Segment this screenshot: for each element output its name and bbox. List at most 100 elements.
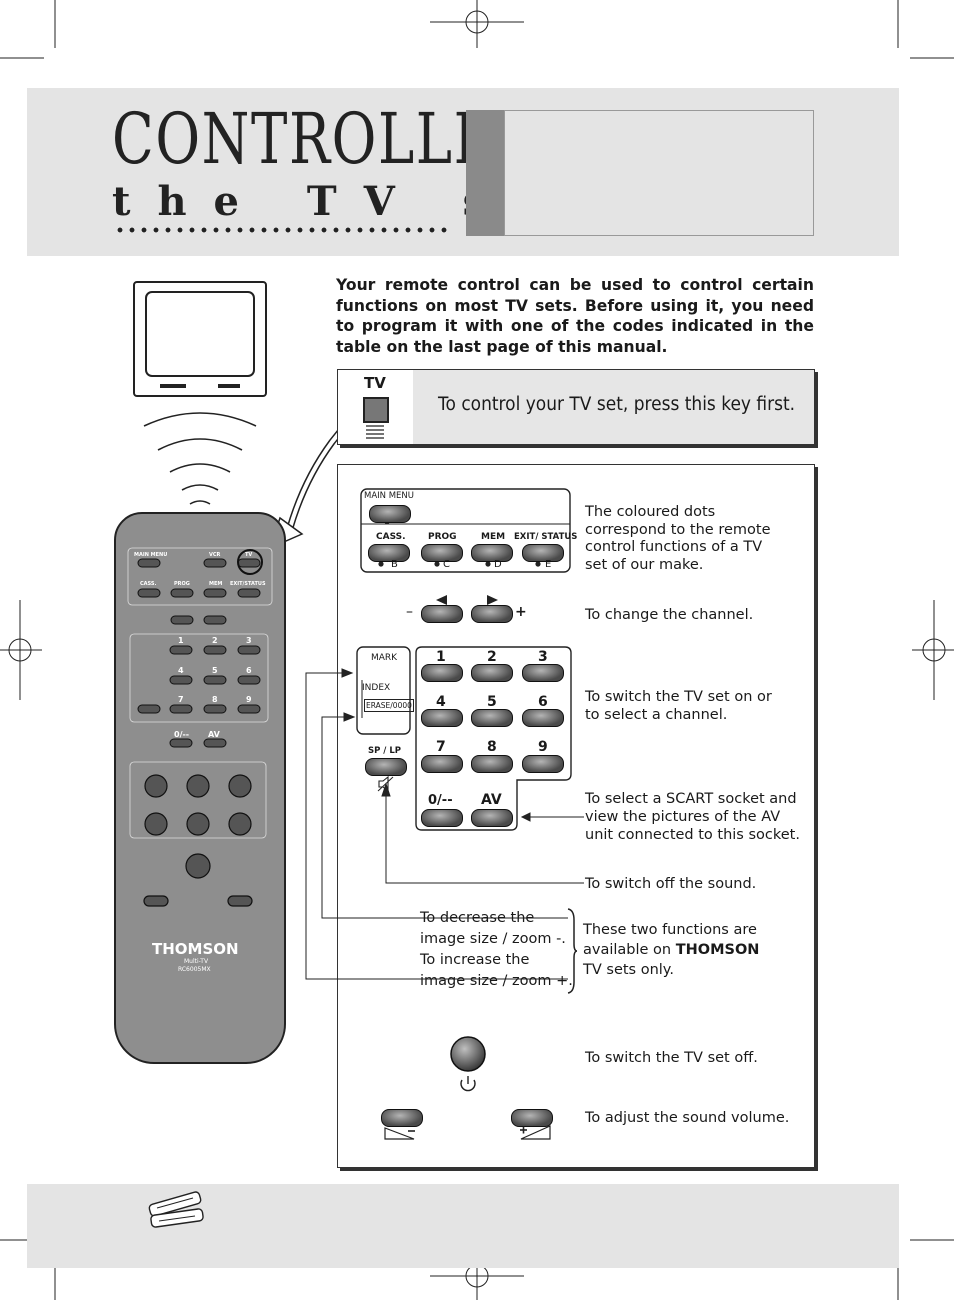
- svg-text:4: 4: [178, 666, 184, 675]
- note-onoff-line1: To switch the TV set on or: [585, 689, 772, 705]
- dot-b-label: B: [391, 559, 398, 570]
- dot-d-label: D: [494, 559, 502, 570]
- signal-waves-icon: [143, 412, 257, 505]
- cass-label: CASS.: [376, 532, 406, 542]
- note-channel: To change the channel.: [585, 607, 754, 623]
- mark-index-box: [356, 646, 411, 735]
- svg-text:8: 8: [212, 695, 218, 704]
- svg-text:6: 6: [246, 666, 252, 675]
- intro-paragraph: Your remote control can be used to contr…: [336, 276, 814, 356]
- cass-button[interactable]: [368, 544, 410, 562]
- digit-5-button[interactable]: [471, 709, 513, 727]
- prog-button[interactable]: [421, 544, 463, 562]
- main-menu-button[interactable]: [369, 505, 411, 523]
- sp-lp-label: SP / LP: [368, 746, 402, 756]
- volume-down-icon: [384, 1127, 415, 1140]
- note-off: To switch the TV set off.: [585, 1050, 758, 1066]
- note-zoom-line4: image size / zoom +.: [420, 973, 573, 989]
- header-box-accent: [466, 110, 504, 236]
- note-thomson-line2: available on THOMSON: [583, 941, 759, 959]
- digit-2-button[interactable]: [471, 664, 513, 682]
- digit-4-button[interactable]: [421, 709, 463, 727]
- volume-up-button[interactable]: [511, 1109, 553, 1127]
- power-button[interactable]: [448, 1036, 488, 1096]
- digit-8-button[interactable]: [471, 755, 513, 773]
- svg-text:THOMSON: THOMSON: [152, 940, 239, 958]
- brace-icon: [567, 908, 578, 994]
- digits-keypad-box: [415, 646, 572, 831]
- av-label: AV: [481, 792, 502, 808]
- thomson-brand: THOMSON: [675, 942, 760, 958]
- digit-7-label: 7: [436, 739, 446, 755]
- svg-text:VCR: VCR: [209, 552, 221, 558]
- digit-4-label: 4: [436, 694, 446, 710]
- note-scart-line3: unit connected to this socket.: [585, 827, 800, 843]
- prog-label: PROG: [428, 532, 457, 542]
- digit-6-button[interactable]: [522, 709, 564, 727]
- note-thomson-line2-text: available on: [583, 942, 676, 958]
- dot-e-label: E: [545, 559, 552, 570]
- volume-up-icon: [520, 1125, 551, 1140]
- note-dots-line2: correspond to the remote: [585, 522, 771, 538]
- tv-key-box-shade: [413, 370, 814, 444]
- exit-status-label: EXIT/ STATUS: [514, 532, 578, 542]
- note-scart-line2: view the pictures of the AV: [585, 809, 781, 825]
- svg-text:EXIT/STATUS: EXIT/STATUS: [230, 581, 266, 587]
- note-zoom-line1: To decrease the: [420, 910, 535, 926]
- svg-text:9: 9: [246, 695, 252, 704]
- channel-down-button[interactable]: [421, 605, 463, 623]
- note-dots-line1: The coloured dots: [585, 504, 716, 520]
- exit-status-button[interactable]: [522, 544, 564, 562]
- digit-0-label: 0/--: [428, 793, 453, 808]
- digit-1-label: 1: [436, 649, 446, 665]
- tv-key-description: To control your TV set, press this key f…: [438, 394, 796, 415]
- digit-0-button[interactable]: [421, 809, 463, 827]
- svg-text:AV: AV: [208, 730, 221, 739]
- svg-text:5: 5: [212, 666, 218, 675]
- menu-buttons-group: [360, 488, 571, 573]
- svg-text:2: 2: [212, 636, 218, 645]
- svg-text:0/--: 0/--: [174, 730, 189, 739]
- digit-9-button[interactable]: [522, 755, 564, 773]
- digit-2-label: 2: [487, 649, 497, 665]
- av-button[interactable]: [471, 809, 513, 827]
- note-thomson-line1: These two functions are: [583, 922, 757, 938]
- svg-text:RC6005MX: RC6005MX: [178, 966, 211, 973]
- mem-label: MEM: [481, 532, 506, 542]
- mem-button[interactable]: [471, 544, 513, 562]
- header-box: [504, 110, 814, 236]
- mute-button[interactable]: [365, 758, 407, 776]
- note-dots-line4: set of our make.: [585, 557, 704, 573]
- svg-text:7: 7: [178, 695, 184, 704]
- svg-text:MAIN MENU: MAIN MENU: [134, 552, 167, 558]
- digit-8-label: 8: [487, 739, 497, 755]
- channel-plus-label: +: [515, 604, 527, 620]
- index-label: INDEX: [362, 683, 391, 693]
- note-onoff-line2: to select a channel.: [585, 707, 728, 723]
- channel-minus-label: –: [406, 604, 413, 620]
- svg-text:PROG: PROG: [174, 581, 190, 587]
- digit-7-button[interactable]: [421, 755, 463, 773]
- note-mute: To switch off the sound.: [585, 876, 757, 892]
- note-thomson-line3: TV sets only.: [583, 962, 674, 978]
- dot-c-label: C: [443, 559, 450, 570]
- digit-1-button[interactable]: [421, 664, 463, 682]
- note-scart-line1: To select a SCART socket and: [585, 791, 797, 807]
- svg-text:1: 1: [178, 636, 184, 645]
- volume-down-button[interactable]: [381, 1109, 423, 1127]
- digit-3-button[interactable]: [522, 664, 564, 682]
- tv-set-illustration: [133, 281, 267, 397]
- tv-key-lines-icon: [366, 425, 384, 439]
- tv-key-label: TV: [364, 374, 386, 392]
- note-zoom-line2: image size / zoom -.: [420, 931, 566, 947]
- tv-key-button[interactable]: [363, 397, 389, 423]
- batteries-icon: [148, 1191, 204, 1228]
- channel-up-button[interactable]: [471, 605, 513, 623]
- channel-arrows-icon: [436, 595, 498, 605]
- connector-lines: [305, 668, 584, 980]
- digit-3-label: 3: [538, 649, 548, 665]
- digit-9-label: 9: [538, 739, 548, 755]
- svg-text:3: 3: [246, 636, 252, 645]
- svg-text:TV: TV: [245, 552, 252, 558]
- erase-label: ERASE/0000: [364, 699, 414, 712]
